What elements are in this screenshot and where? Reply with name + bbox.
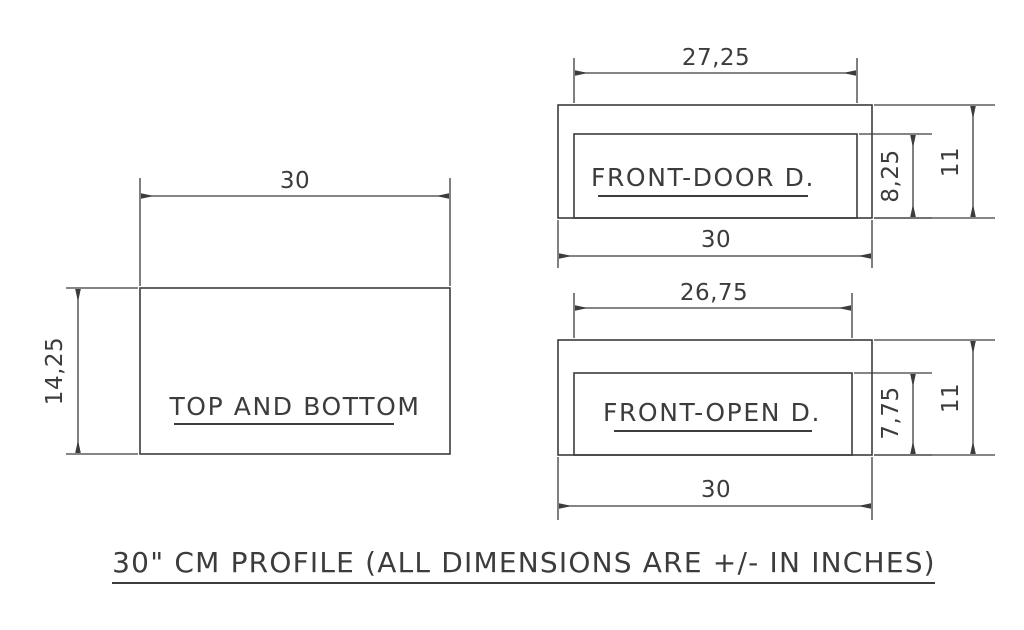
view-label-front-door: FRONT-DOOR D. (591, 163, 815, 192)
view-front-open (557, 293, 995, 520)
dimension-front-door-outer-width (557, 220, 873, 268)
front-door-outer-outline (557, 104, 873, 219)
dimension-front-open-outer-width (557, 457, 873, 520)
dimension-value-front-door-inner-height: 8,25 (878, 149, 904, 202)
dimension-value-front-door-outer-width: 30 (701, 227, 731, 253)
dimension-value-top-bottom-width: 30 (280, 168, 310, 194)
dimension-top-bottom-width (139, 178, 451, 286)
dimension-value-front-open-outer-width: 30 (701, 477, 731, 503)
top-bottom-outline (139, 287, 451, 455)
dimension-value-front-door-outer-height: 11 (938, 147, 964, 177)
view-top-and-bottom (66, 178, 451, 455)
dimension-value-front-door-inner-width: 27,25 (682, 45, 750, 71)
drawing-title: 30" CM PROFILE (ALL DIMENSIONS ARE +/- I… (112, 546, 936, 579)
dimension-front-open-outer-height (874, 339, 995, 456)
dimension-front-door-inner-width (573, 58, 858, 103)
dimension-front-door-outer-height (874, 104, 995, 219)
dimension-top-bottom-height (66, 287, 138, 455)
view-label-front-open: FRONT-OPEN D. (603, 398, 821, 427)
front-open-inner-outline (573, 372, 853, 456)
dimension-value-front-open-inner-height: 7,75 (878, 386, 904, 439)
dimension-value-front-open-outer-height: 11 (938, 383, 964, 413)
dimension-value-top-bottom-height: 14,25 (42, 337, 68, 405)
view-front-door (557, 58, 995, 268)
view-label-top-and-bottom: TOP AND BOTTOM (168, 392, 420, 421)
dimension-front-open-inner-width (573, 293, 853, 338)
dimension-value-front-open-inner-width: 26,75 (680, 280, 748, 306)
front-door-inner-outline (573, 133, 858, 219)
